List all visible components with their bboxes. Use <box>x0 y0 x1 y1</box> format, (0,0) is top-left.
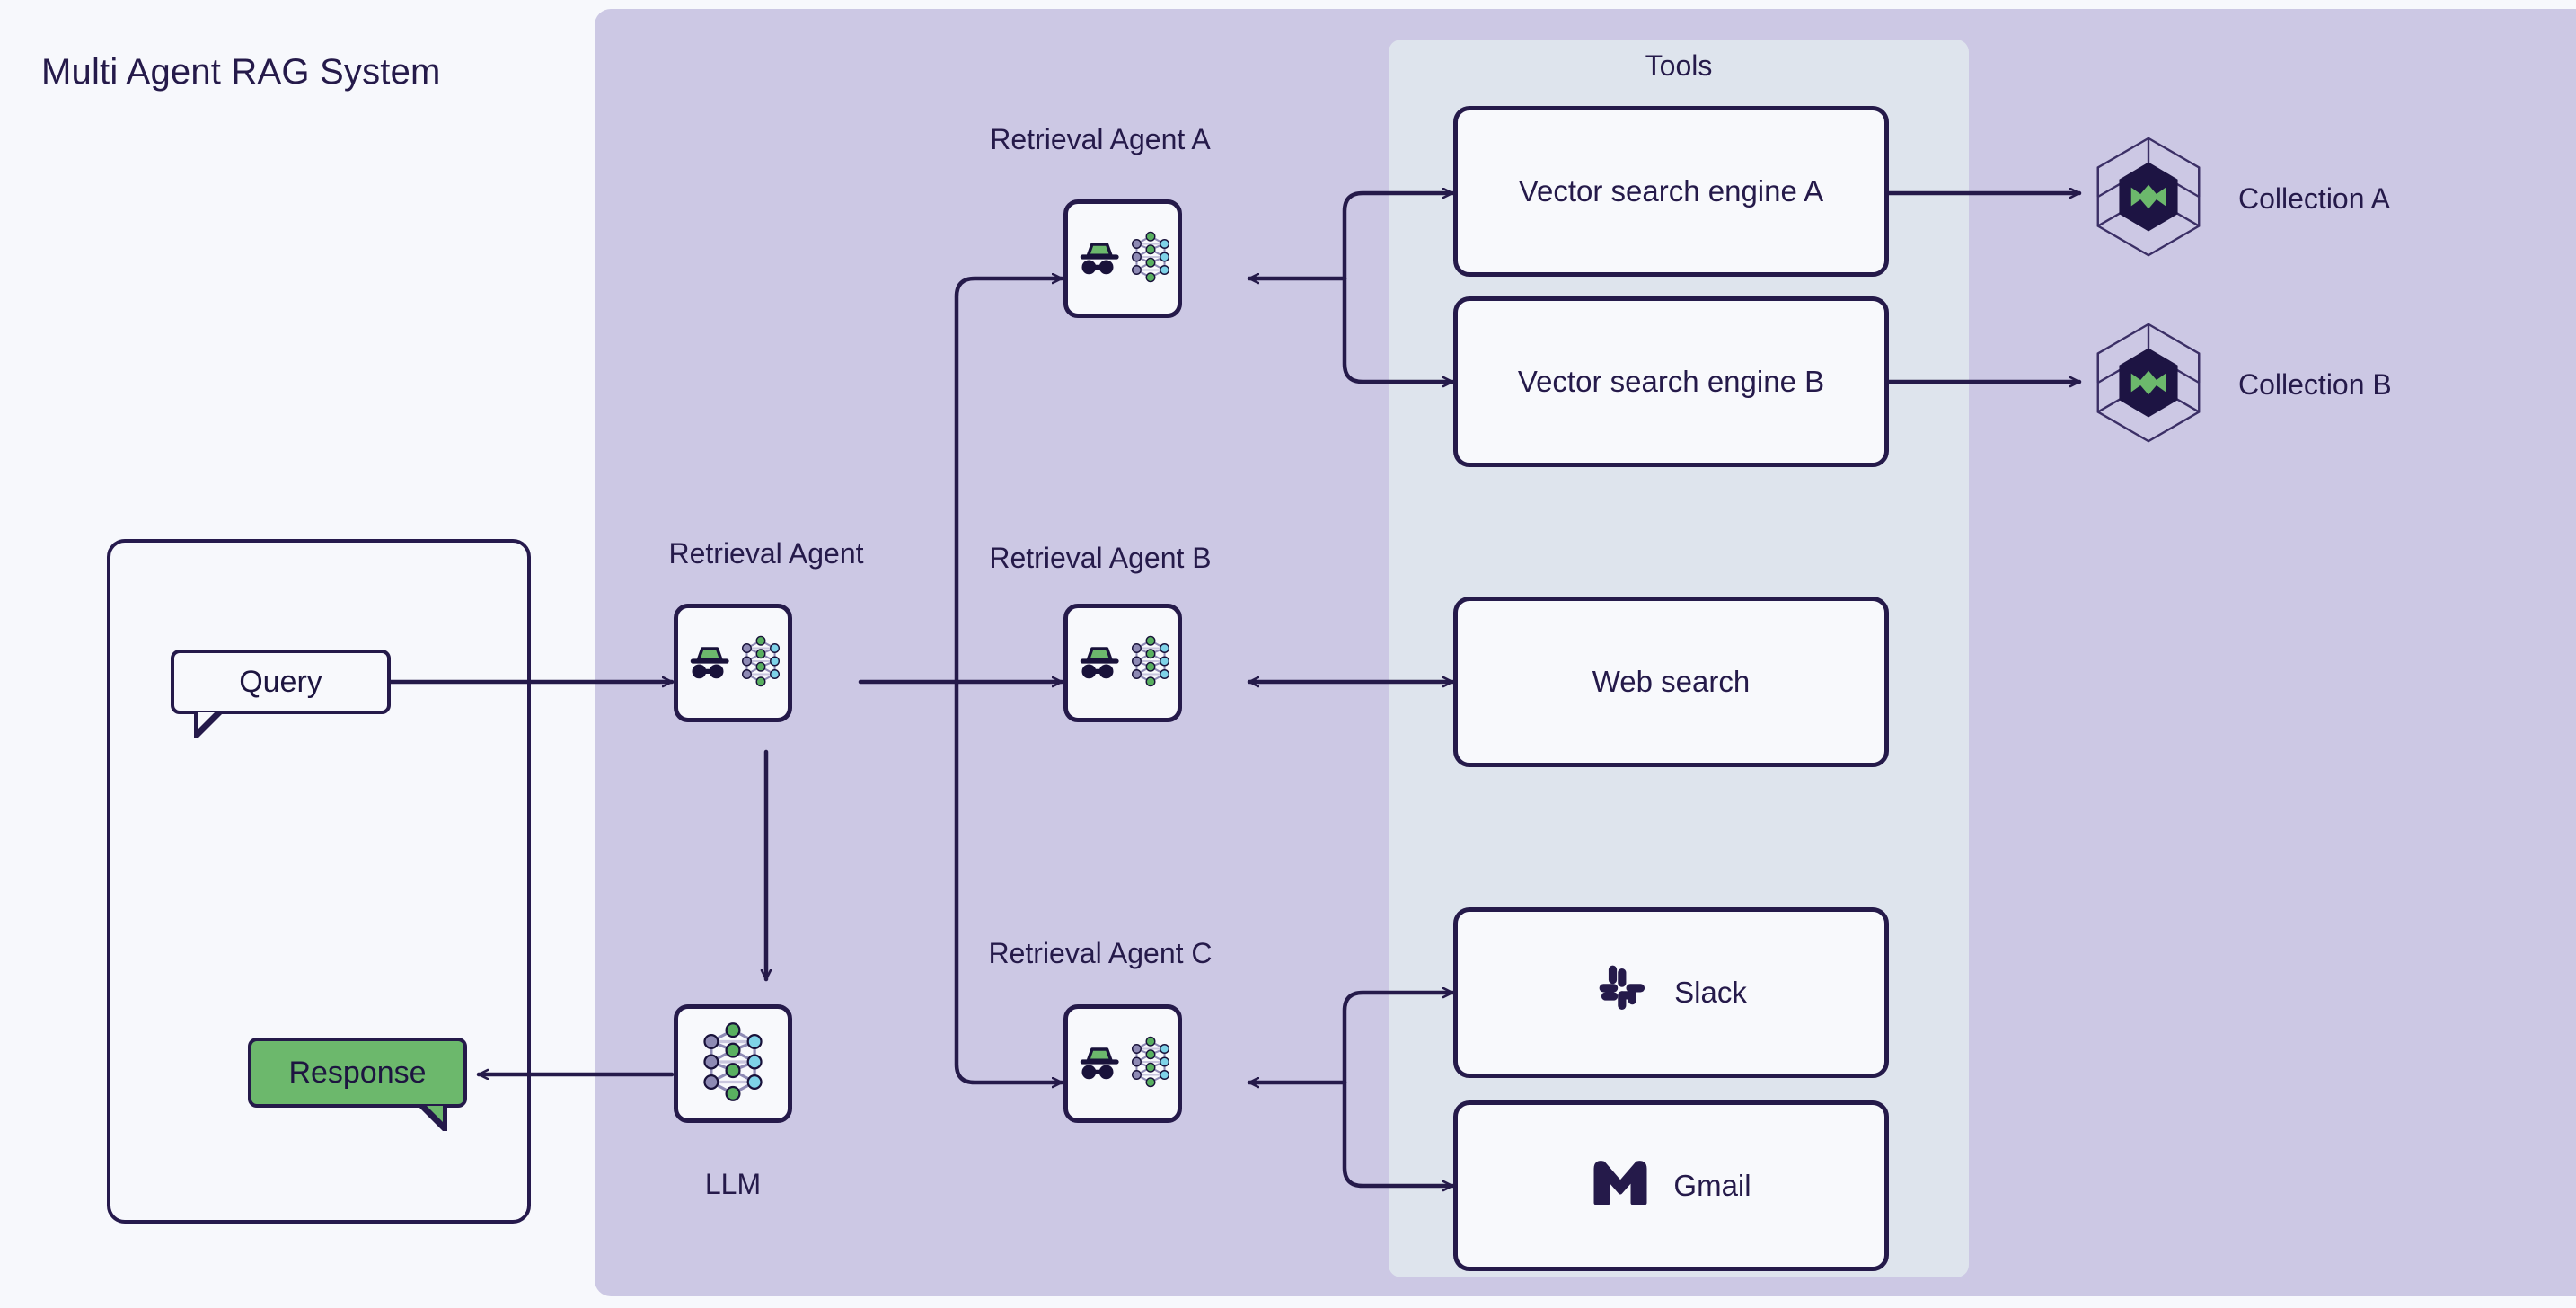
tool-label: Gmail <box>1673 1169 1751 1202</box>
weaviate-hexagon-icon <box>2082 316 2215 454</box>
retrieval-agent-a-label: Retrieval Agent A <box>990 123 1211 155</box>
gmail-icon <box>1591 1160 1650 1212</box>
tool-slack[interactable]: Slack <box>1453 907 1889 1078</box>
tool-label: Vector search engine A <box>1518 174 1824 208</box>
llm-label: LLM <box>704 1168 762 1200</box>
weaviate-hexagon-icon <box>2082 130 2215 268</box>
collection-a-label: Collection A <box>2238 182 2390 215</box>
response-bubble[interactable]: Response <box>248 1038 467 1131</box>
agent-hat-icon <box>1072 232 1123 287</box>
collection-b-label: Collection B <box>2238 368 2392 401</box>
query-label: Query <box>239 664 322 699</box>
tool-label: Slack <box>1674 976 1747 1009</box>
node-retrieval-agent[interactable] <box>674 604 792 722</box>
retrieval-agent-c-label: Retrieval Agent C <box>988 937 1213 969</box>
tools-panel-title: Tools <box>1645 49 1713 82</box>
agent-hat-icon <box>1072 1037 1123 1091</box>
edge-bus-to-agent-a <box>954 278 1064 685</box>
tool-label: Vector search engine B <box>1517 365 1825 398</box>
tool-web-search[interactable]: Web search <box>1453 597 1889 767</box>
slack-icon <box>1595 961 1651 1024</box>
query-bubble[interactable]: Query <box>171 650 391 738</box>
node-llm[interactable] <box>674 1004 792 1123</box>
neural-network-icon <box>738 635 783 692</box>
neural-network-icon <box>699 1021 767 1107</box>
edge-agent-a-to-vse-b <box>1342 276 1455 382</box>
orchestrator-label: Retrieval Agent <box>668 537 864 570</box>
neural-network-icon <box>1128 1036 1173 1092</box>
edge-agent-a-to-vse-a <box>1342 193 1455 281</box>
tool-vector-search-engine-b[interactable]: Vector search engine B <box>1453 296 1889 467</box>
node-retrieval-agent-a[interactable] <box>1063 199 1182 318</box>
retrieval-agent-b-label: Retrieval Agent B <box>989 542 1212 574</box>
neural-network-icon <box>1128 231 1173 287</box>
tool-label: Web search <box>1592 665 1751 698</box>
neural-network-icon <box>1128 635 1173 692</box>
response-label: Response <box>288 1055 427 1090</box>
tool-gmail[interactable]: Gmail <box>1453 1100 1889 1271</box>
edge-agent-c-to-slack <box>1342 993 1455 1085</box>
collection-b-row[interactable]: Collection B <box>2082 316 2392 454</box>
agent-hat-icon <box>683 636 733 691</box>
tool-vector-search-engine-a[interactable]: Vector search engine A <box>1453 106 1889 277</box>
edge-agent-c-to-gmail <box>1342 1080 1455 1186</box>
edge-bus-to-agent-c <box>954 679 1064 1083</box>
page-title: Multi Agent RAG System <box>41 52 441 92</box>
agent-hat-icon <box>1072 636 1123 691</box>
node-retrieval-agent-c[interactable] <box>1063 1004 1182 1123</box>
collection-a-row[interactable]: Collection A <box>2082 130 2390 268</box>
node-retrieval-agent-b[interactable] <box>1063 604 1182 722</box>
